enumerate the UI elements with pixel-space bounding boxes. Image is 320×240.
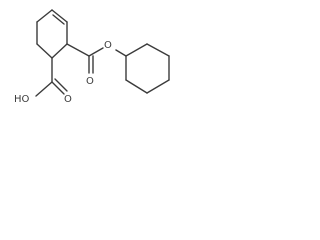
ring-bond-top-left [36,9,53,23]
ester-ring-bond [66,43,90,57]
carboxylic-acid-group: HO O [14,57,72,105]
cyclohexyl-bond-1 [125,43,148,57]
ester-carbonyl-oxygen-label: O [86,76,94,87]
ester-bridge-oxygen-label: O [104,40,112,51]
ring-double-bond-outer [51,9,68,23]
cyclohexyl-bond-4 [146,79,170,94]
acid-carbonyl-oxygen-label: O [64,94,72,105]
ester-group: O O [66,40,127,87]
ester-bridge-bond-right [115,49,127,57]
ring-bond-right-lower [51,43,68,59]
cyclohexyl-ring [125,43,170,94]
cyclohexyl-bond-2 [146,43,170,57]
acid-hydroxyl-bond [35,81,53,97]
acid-carbonyl-bond-b [54,78,68,92]
ring-double-bond-inner [52,14,65,25]
ring-bond-bottom-left [36,43,53,59]
acid-carbonyl-bond-a [51,81,65,95]
ester-bridge-bond-left [88,47,104,57]
cyclohexyl-bond-5 [125,79,148,94]
acid-hydroxyl-label: HO [14,94,30,105]
cyclohexene-ring [36,9,68,59]
chemical-structure-diagram: HO O O O [14,9,170,105]
